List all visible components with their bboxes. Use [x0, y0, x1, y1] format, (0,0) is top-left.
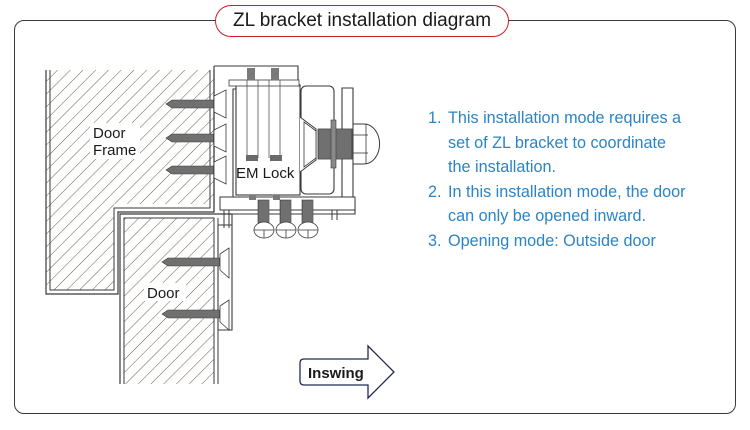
note-line: In this installation mode, the door: [448, 182, 686, 201]
note-number: 2.: [428, 182, 442, 201]
em-lock: EM Lock: [228, 68, 301, 200]
diagram-title: ZL bracket installation diagram: [232, 10, 492, 31]
armature-bolt: [317, 119, 380, 169]
door-label: Door: [147, 285, 180, 302]
inswing-arrow: Inswing: [299, 344, 395, 400]
note-line: set of ZL bracket to coordinate: [448, 133, 667, 152]
note-number: 3.: [428, 231, 442, 250]
title-badge: ZL bracket installation diagram: [215, 5, 509, 37]
door-frame-label-line1: Door: [93, 125, 126, 142]
bracket-screws: [253, 199, 319, 239]
door-frame-label-line2: Frame: [93, 142, 136, 159]
bracket-screw: [253, 199, 275, 239]
note-line: This installation mode requires a: [448, 109, 682, 127]
installation-notes: 1. This installation mode requires a set…: [428, 106, 728, 253]
em-lock-label: EM Lock: [236, 165, 295, 182]
note-line: the installation.: [448, 158, 556, 176]
bracket-screw: [297, 199, 319, 239]
note-item: 2. In this installation mode, the door c…: [428, 180, 728, 229]
armature-plate: [299, 85, 335, 195]
bracket-screw: [275, 199, 297, 239]
door-screw: [161, 299, 230, 331]
note-line: Opening mode: Outside door: [448, 231, 656, 250]
note-item: 1. This installation mode requires a set…: [428, 106, 728, 180]
frame-screw: [165, 89, 227, 119]
door-screws: [161, 247, 230, 331]
door-screw: [161, 247, 230, 279]
frame-screw: [165, 155, 227, 185]
note-item: 3. Opening mode: Outside door: [428, 229, 728, 254]
note-number: 1.: [428, 109, 442, 127]
note-line: can only be opened inward.: [448, 207, 646, 225]
inswing-label: Inswing: [308, 365, 364, 382]
frame-screw: [165, 123, 227, 153]
frame-screws: [165, 89, 227, 185]
